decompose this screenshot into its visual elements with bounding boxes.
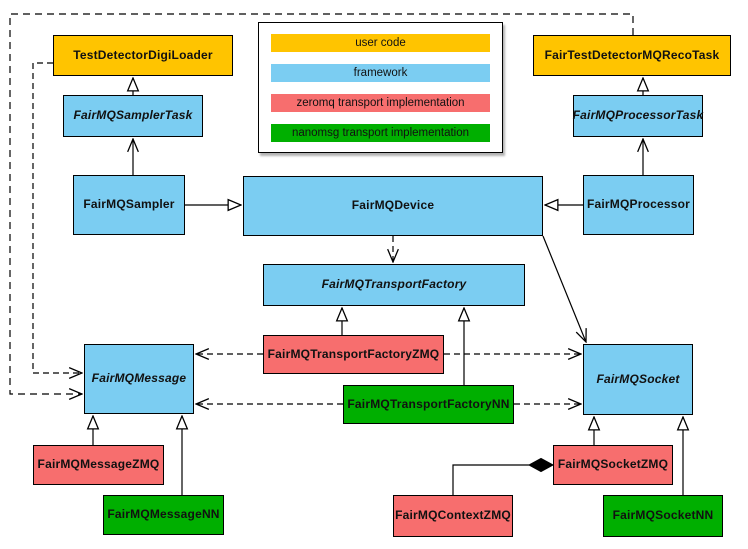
legend-item-user-code: user code bbox=[271, 33, 490, 52]
composition-diamond bbox=[527, 457, 555, 473]
legend-item-nanomsg: nanomsg transport implementation bbox=[271, 123, 490, 142]
node-fairmqmessagenn: FairMQMessageNN bbox=[103, 495, 224, 535]
legend: user code framework zeromq transport imp… bbox=[258, 22, 503, 153]
node-fairmqmessage: FairMQMessage bbox=[84, 344, 194, 414]
node-testdetectordigiloader: TestDetectorDigiLoader bbox=[53, 35, 233, 76]
legend-item-framework: framework bbox=[271, 63, 490, 82]
node-fairmqtransportfactorynn: FairMQTransportFactoryNN bbox=[343, 385, 514, 424]
node-fairtestdetectormqrecotask: FairTestDetectorMQRecoTask bbox=[533, 35, 731, 76]
node-fairmqsocketnn: FairMQSocketNN bbox=[603, 495, 723, 537]
node-fairmqprocessor: FairMQProcessor bbox=[583, 175, 694, 235]
node-fairmqmessagezmq: FairMQMessageZMQ bbox=[33, 445, 164, 485]
legend-item-zeromq: zeromq transport implementation bbox=[271, 93, 490, 112]
node-fairmqsocket: FairMQSocket bbox=[583, 344, 693, 415]
node-fairmqcontextzmq: FairMQContextZMQ bbox=[393, 495, 513, 537]
node-fairmqtransportfactoryzmq: FairMQTransportFactoryZMQ bbox=[263, 335, 444, 374]
node-fairmqdevice: FairMQDevice bbox=[243, 176, 543, 236]
node-fairmqprocessortask: FairMQProcessorTask bbox=[573, 95, 703, 137]
node-fairmqsampler: FairMQSampler bbox=[73, 175, 185, 235]
node-fairmqtransportfactory: FairMQTransportFactory bbox=[263, 264, 525, 306]
node-fairmqsamplertask: FairMQSamplerTask bbox=[63, 95, 203, 137]
node-fairmqsocketzmq: FairMQSocketZMQ bbox=[553, 445, 673, 485]
edge-socketzmq-contextzmq bbox=[452, 464, 529, 495]
edge-device-socket bbox=[542, 235, 586, 342]
